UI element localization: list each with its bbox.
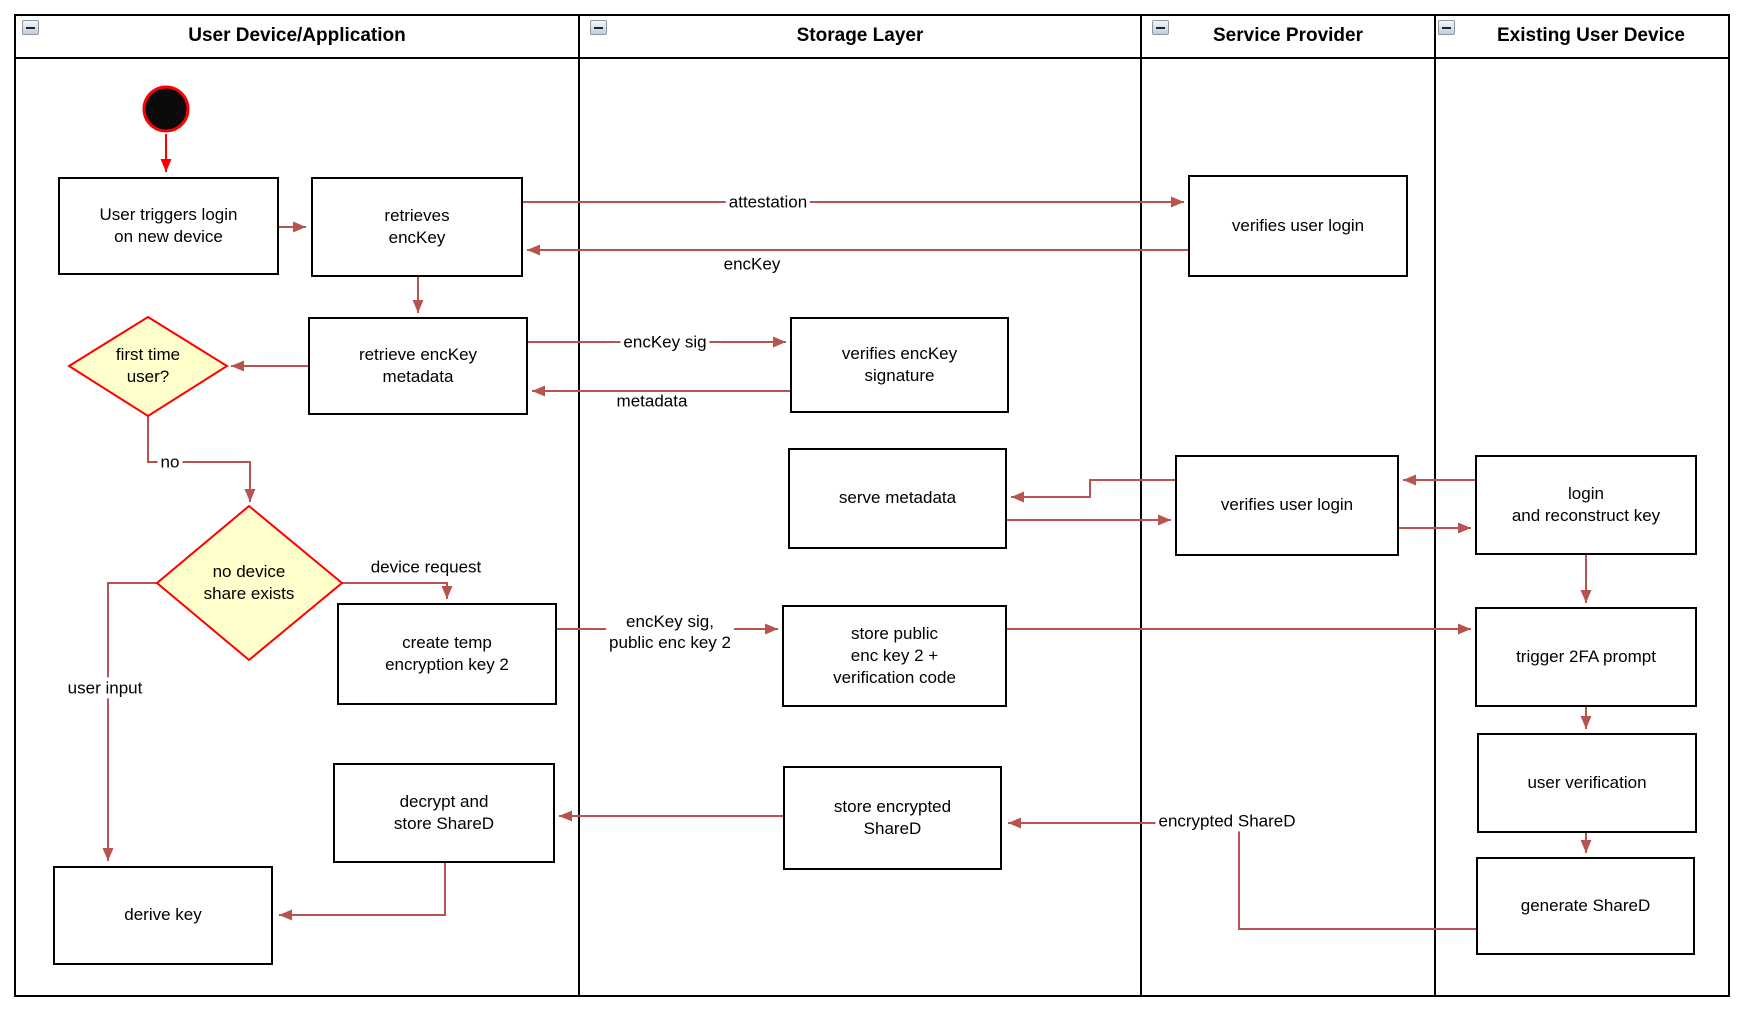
minus-icon	[594, 26, 603, 29]
node-store-public-key: store public enc key 2 + verification co…	[782, 605, 1007, 707]
start-node	[142, 85, 190, 133]
collapse-icon[interactable]	[590, 20, 607, 35]
arrow-encrypted-shared	[1008, 817, 1476, 930]
arrow-device-request	[342, 582, 453, 599]
decision-label-first-time-user: first time user?	[115, 344, 181, 386]
edge-label-encrypted-shared: encrypted ShareD	[1155, 810, 1299, 832]
lane-divider-1	[578, 14, 580, 997]
decision-no-device-share	[155, 504, 344, 662]
arrow-no-branch	[147, 416, 256, 502]
node-retrieves-enckey: retrieves encKey	[311, 177, 523, 277]
arrow-verifies-to-servemetadata	[1011, 479, 1175, 503]
edge-label-enckey-sig: encKey sig	[620, 331, 710, 353]
node-store-encrypted-shared: store encrypted ShareD	[783, 766, 1002, 870]
node-generate-shared: generate ShareD	[1476, 857, 1695, 955]
node-verifies-user-login-mid: verifies user login	[1175, 455, 1399, 556]
collapse-icon[interactable]	[1438, 20, 1455, 35]
lane-title-storage-layer: Storage Layer	[796, 25, 924, 46]
decision-label-no-device-share: no device share exists	[203, 561, 295, 603]
node-login-reconstruct-key: login and reconstruct key	[1475, 455, 1697, 555]
lane-title-user-device: User Device/Application	[188, 25, 406, 46]
minus-icon	[1156, 26, 1165, 29]
arrow-user-input	[102, 582, 157, 861]
edge-label-enckey-sig-public: encKey sig, public enc key 2	[606, 610, 734, 654]
node-verifies-enckey-signature: verifies encKey signature	[790, 317, 1009, 413]
collapse-icon[interactable]	[22, 20, 39, 35]
lane-title-service-provider: Service Provider	[1213, 25, 1363, 46]
lane-divider-3	[1434, 14, 1436, 997]
lane-divider-2	[1140, 14, 1142, 997]
edge-label-metadata: metadata	[616, 391, 688, 411]
edge-label-enckey: encKey	[723, 254, 781, 274]
minus-icon	[1442, 26, 1451, 29]
node-user-verification: user verification	[1477, 733, 1697, 833]
minus-icon	[26, 26, 35, 29]
arrow-decrypt-to-derive	[279, 863, 446, 921]
node-derive-key: derive key	[53, 866, 273, 965]
edge-label-attestation: attestation	[725, 191, 811, 213]
node-serve-metadata: serve metadata	[788, 448, 1007, 549]
edge-label-no: no	[157, 451, 183, 473]
node-decrypt-store-shared: decrypt and store ShareD	[333, 763, 555, 863]
node-user-triggers-login: User triggers login on new device	[58, 177, 279, 275]
edge-label-user-input: user input	[64, 677, 146, 699]
header-divider	[14, 57, 1730, 59]
edge-label-device-request: device request	[370, 557, 482, 577]
lane-title-existing-device: Existing User Device	[1497, 25, 1685, 46]
node-create-temp-key: create temp encryption key 2	[337, 603, 557, 705]
node-retrieve-enckey-metadata: retrieve encKey metadata	[308, 317, 528, 415]
node-trigger-2fa-prompt: trigger 2FA prompt	[1475, 607, 1697, 707]
collapse-icon[interactable]	[1152, 20, 1169, 35]
node-verifies-user-login-top: verifies user login	[1188, 175, 1408, 277]
decision-first-time-user	[67, 315, 229, 418]
